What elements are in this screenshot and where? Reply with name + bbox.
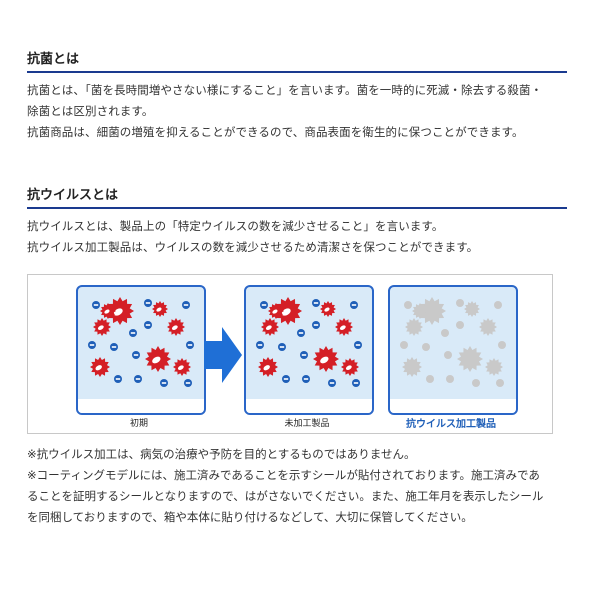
- virus-icon: [93, 318, 111, 336]
- virus-icon: [173, 358, 191, 376]
- inactive-microbe-icon: [446, 375, 454, 383]
- panel-treated: [388, 285, 518, 415]
- microbe-icon: [300, 351, 308, 359]
- virus-icon: [268, 303, 284, 319]
- microbe-icon: [182, 301, 190, 309]
- antibacterial-line: 抗菌とは、「菌を長時間増やさない様にすること」を言います。菌を一時的に死滅・除去…: [27, 83, 543, 97]
- virus-icon: [313, 346, 339, 372]
- antiviral-line: 抗ウイルス加工製品は、ウイルスの数を減少させるため清潔さを保つことができます。: [27, 240, 479, 254]
- microbe-icon: [282, 375, 290, 383]
- antibacterial-heading: 抗菌とは: [27, 48, 567, 73]
- microbe-icon: [352, 379, 360, 387]
- inactive-virus-icon: [485, 358, 503, 376]
- antibacterial-description: 抗菌とは、「菌を長時間増やさない様にすること」を言います。菌を一時的に死滅・除去…: [27, 80, 567, 143]
- microbe-icon: [278, 343, 286, 351]
- inactive-microbe-icon: [498, 341, 506, 349]
- microbe-icon: [354, 341, 362, 349]
- microbe-icon: [144, 299, 152, 307]
- microbe-icon: [160, 379, 168, 387]
- virus-scene-untreated-icon: [256, 297, 362, 387]
- inactive-microbe-icon: [494, 301, 502, 309]
- microbe-icon: [350, 301, 358, 309]
- note-line: ※コーティングモデルには、施工済みであることを示すシールが貼付されております。施…: [27, 468, 540, 482]
- virus-icon: [320, 301, 336, 317]
- virus-icon: [335, 318, 353, 336]
- microbe-icon: [88, 341, 96, 349]
- microbe-icon: [129, 329, 137, 337]
- notes: ※抗ウイルス加工は、病気の治療や予防を目的とするものではありません。 ※コーティ…: [27, 444, 572, 528]
- inactive-microbe-icon: [444, 351, 452, 359]
- microbe-icon: [260, 301, 268, 309]
- virus-icon: [100, 303, 116, 319]
- antiviral-description: 抗ウイルスとは、製品上の「特定ウイルスの数を減少させること」を言います。 抗ウイ…: [27, 216, 567, 258]
- microbe-icon: [144, 321, 152, 329]
- inactive-virus-icon: [457, 346, 483, 372]
- virus-icon: [106, 297, 134, 325]
- virus-icon: [261, 318, 279, 336]
- antiviral-heading: 抗ウイルスとは: [27, 184, 567, 209]
- inactive-virus-icon: [412, 303, 428, 319]
- antiviral-comparison-illustration: 初期 未加工製品 抗ウイルス加工製品: [27, 274, 553, 434]
- inactive-virus-icon: [418, 297, 446, 325]
- inactive-virus-icon: [464, 301, 480, 317]
- microbe-icon: [184, 379, 192, 387]
- microbe-icon: [132, 351, 140, 359]
- panel-untreated: [244, 285, 374, 415]
- antiviral-line: 抗ウイルスとは、製品上の「特定ウイルスの数を減少させること」を言います。: [27, 219, 444, 233]
- virus-icon: [90, 357, 110, 377]
- microbe-icon: [297, 329, 305, 337]
- virus-icon: [341, 358, 359, 376]
- virus-icon: [152, 301, 168, 317]
- microbe-icon: [114, 375, 122, 383]
- microbe-icon: [312, 299, 320, 307]
- caption-untreated: 未加工製品: [284, 419, 330, 429]
- inactive-microbe-icon: [404, 301, 412, 309]
- caption-treated: 抗ウイルス加工製品: [406, 419, 496, 430]
- inactive-microbe-icon: [456, 299, 464, 307]
- antiviral-section: 抗ウイルスとは 抗ウイルスとは、製品上の「特定ウイルスの数を減少させること」を言…: [27, 184, 567, 258]
- inactive-virus-icon: [402, 357, 422, 377]
- inactive-microbe-icon: [456, 321, 464, 329]
- caption-initial: 初期: [129, 419, 148, 429]
- microbe-icon: [134, 375, 142, 383]
- inactive-microbe-icon: [426, 375, 434, 383]
- virus-icon: [258, 357, 278, 377]
- virus-scene-initial-icon: [88, 297, 194, 387]
- microbe-icon: [110, 343, 118, 351]
- microbe-icon: [186, 341, 194, 349]
- virus-icon: [145, 346, 171, 372]
- note-line: ることを証明するシールとなりますので、はがさないでください。また、施工年月を表示…: [27, 489, 544, 503]
- antibacterial-line: 除菌とは区別されます。: [27, 104, 154, 118]
- antibacterial-section: 抗菌とは 抗菌とは、「菌を長時間増やさない様にすること」を言います。菌を一時的に…: [27, 48, 567, 143]
- inactive-microbe-icon: [400, 341, 408, 349]
- microbe-icon: [92, 301, 100, 309]
- microbe-icon: [328, 379, 336, 387]
- microbe-icon: [256, 341, 264, 349]
- virus-scene-treated-icon: [400, 297, 506, 387]
- inactive-microbe-icon: [422, 343, 430, 351]
- inactive-microbe-icon: [496, 379, 504, 387]
- microbe-icon: [312, 321, 320, 329]
- inactive-virus-icon: [479, 318, 497, 336]
- microbe-icon: [302, 375, 310, 383]
- inactive-microbe-icon: [441, 329, 449, 337]
- panel-initial: [76, 285, 206, 415]
- virus-icon: [167, 318, 185, 336]
- arrow-right-icon: [204, 327, 242, 383]
- note-line: ※抗ウイルス加工は、病気の治療や予防を目的とするものではありません。: [27, 447, 416, 461]
- inactive-virus-icon: [405, 318, 423, 336]
- virus-icon: [274, 297, 302, 325]
- note-line: を同梱しておりますので、箱や本体に貼り付けるなどして、大切に保管してください。: [27, 510, 473, 524]
- antibacterial-line: 抗菌商品は、細菌の増殖を抑えることができるので、商品表面を衛生的に保つことができ…: [27, 125, 524, 139]
- inactive-microbe-icon: [472, 379, 480, 387]
